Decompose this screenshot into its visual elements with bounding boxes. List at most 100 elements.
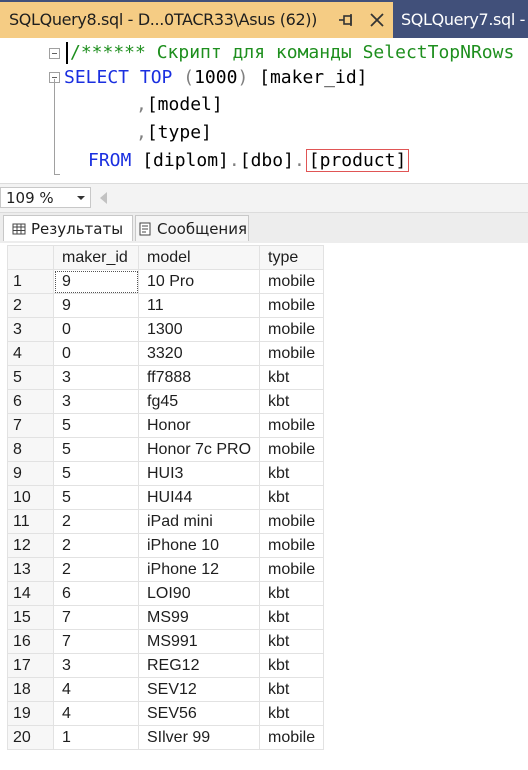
cell-maker-id[interactable]: 4 <box>53 677 139 702</box>
row-number[interactable]: 17 <box>7 653 54 678</box>
cell-model[interactable]: LOI90 <box>138 581 260 606</box>
cell-type[interactable]: kbt <box>259 653 324 678</box>
cell-type[interactable]: kbt <box>259 629 324 654</box>
tab-sqlquery8[interactable]: SQLQuery8.sql - D...0TACR33\Asus (62)) <box>0 2 393 38</box>
cell-type[interactable]: kbt <box>259 701 324 726</box>
row-number[interactable]: 3 <box>7 317 54 342</box>
row-number[interactable]: 10 <box>7 485 54 510</box>
cell-maker-id[interactable]: 4 <box>53 701 139 726</box>
row-number[interactable]: 12 <box>7 533 54 558</box>
cell-maker-id[interactable]: 5 <box>53 413 139 438</box>
cell-maker-id[interactable]: 5 <box>53 485 139 510</box>
cell-maker-id[interactable]: 2 <box>53 509 139 534</box>
zoom-dropdown[interactable]: 109 % <box>0 187 91 208</box>
close-icon[interactable] <box>367 10 387 30</box>
cell-maker-id[interactable]: 5 <box>53 461 139 486</box>
cell-maker-id[interactable]: 6 <box>53 581 139 606</box>
cell-maker-id[interactable]: 0 <box>53 317 139 342</box>
cell-model[interactable]: 10 Pro <box>138 269 260 294</box>
row-number[interactable]: 19 <box>7 701 54 726</box>
column-header-type[interactable]: type <box>259 245 324 270</box>
cell-type[interactable]: kbt <box>259 365 324 390</box>
cell-maker-id[interactable]: 7 <box>53 629 139 654</box>
cell-type[interactable]: mobile <box>259 341 324 366</box>
cell-model[interactable]: Honor <box>138 413 260 438</box>
row-number[interactable]: 6 <box>7 389 54 414</box>
tab-results[interactable]: Результаты <box>3 215 133 241</box>
cell-model[interactable]: MS99 <box>138 605 260 630</box>
cell-model[interactable]: HUI44 <box>138 485 260 510</box>
pin-icon[interactable] <box>336 10 356 30</box>
row-number[interactable]: 13 <box>7 557 54 582</box>
cell-model[interactable]: SEV12 <box>138 677 260 702</box>
cell-type[interactable]: kbt <box>259 485 324 510</box>
tab-sqlquery7[interactable]: SQLQuery7.sql - <box>393 2 528 38</box>
row-number[interactable]: 14 <box>7 581 54 606</box>
cell-type[interactable]: kbt <box>259 677 324 702</box>
cell-type[interactable]: mobile <box>259 509 324 534</box>
row-number[interactable]: 4 <box>7 341 54 366</box>
row-number-header[interactable] <box>7 245 54 270</box>
collapse-comment-button[interactable] <box>49 48 60 59</box>
row-number[interactable]: 15 <box>7 605 54 630</box>
column-header-maker-id[interactable]: maker_id <box>53 245 139 270</box>
row-number[interactable]: 7 <box>7 413 54 438</box>
cell-maker-id[interactable]: 7 <box>53 605 139 630</box>
row-number[interactable]: 5 <box>7 365 54 390</box>
cell-type[interactable]: mobile <box>259 437 324 462</box>
row-number[interactable]: 8 <box>7 437 54 462</box>
cell-maker-id[interactable]: 3 <box>53 365 139 390</box>
cell-type[interactable]: kbt <box>259 605 324 630</box>
cell-type[interactable]: mobile <box>259 293 324 318</box>
cell-model[interactable]: MS991 <box>138 629 260 654</box>
cell-model[interactable]: Honor 7c PRO <box>138 437 260 462</box>
cell-type[interactable]: kbt <box>259 581 324 606</box>
cell-model[interactable]: 3320 <box>138 341 260 366</box>
row-number[interactable]: 1 <box>7 269 54 294</box>
row-number[interactable]: 2 <box>7 293 54 318</box>
cell-model[interactable]: 11 <box>138 293 260 318</box>
cell-model[interactable]: iPhone 12 <box>138 557 260 582</box>
cell-type[interactable]: kbt <box>259 389 324 414</box>
row-number[interactable]: 20 <box>7 725 54 750</box>
cell-maker-id[interactable]: 1 <box>53 725 139 750</box>
cell-type[interactable]: mobile <box>259 533 324 558</box>
cell-model[interactable]: HUI3 <box>138 461 260 486</box>
cell-model[interactable]: ff7888 <box>138 365 260 390</box>
scroll-left-icon[interactable] <box>100 192 107 204</box>
query-editor[interactable]: /****** Скрипт для команды SelectTopNRow… <box>0 38 528 183</box>
cell-type[interactable]: mobile <box>259 413 324 438</box>
cell-model[interactable]: REG12 <box>138 653 260 678</box>
cell-maker-id[interactable]: 3 <box>53 389 139 414</box>
cell-maker-id[interactable]: 0 <box>53 341 139 366</box>
cell-model[interactable]: SEV56 <box>138 701 260 726</box>
cell-maker-id[interactable]: 9 <box>53 293 139 318</box>
cell-model[interactable]: iPhone 10 <box>138 533 260 558</box>
column-header-model[interactable]: model <box>138 245 260 270</box>
row-number[interactable]: 16 <box>7 629 54 654</box>
cell-model[interactable]: iPad mini <box>138 509 260 534</box>
cell-model[interactable]: 1300 <box>138 317 260 342</box>
cell-model[interactable]: fg45 <box>138 389 260 414</box>
cell-type[interactable]: kbt <box>259 461 324 486</box>
cell-maker-id[interactable]: 2 <box>53 557 139 582</box>
row-number[interactable]: 9 <box>7 461 54 486</box>
cell-type[interactable]: mobile <box>259 269 324 294</box>
cell-type[interactable]: mobile <box>259 317 324 342</box>
cell-maker-id[interactable]: 3 <box>53 653 139 678</box>
